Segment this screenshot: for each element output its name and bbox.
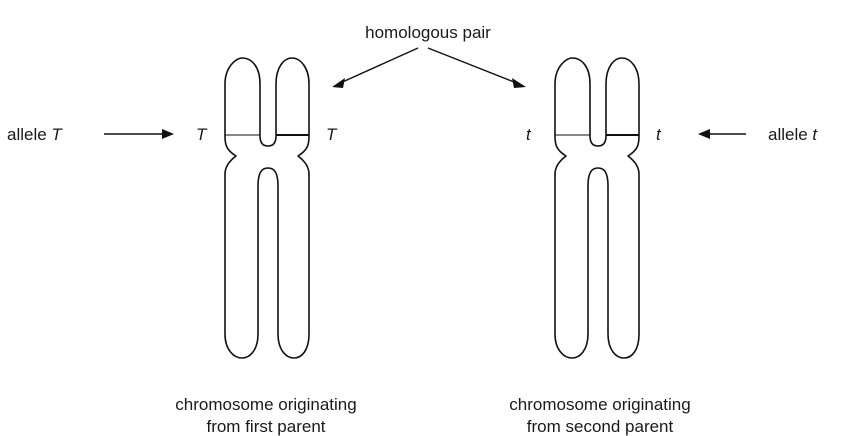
first-parent-caption-line1: chromosome originating <box>175 395 356 414</box>
allele-T-left-chromatid: T <box>196 125 208 144</box>
second-parent-caption-line2: from second parent <box>527 417 674 436</box>
allele-T-right-chromatid: T <box>326 125 338 144</box>
homologous-pair-arrows <box>332 48 526 88</box>
allele-t-arrow <box>698 129 746 139</box>
homologous-pair-label: homologous pair <box>365 23 491 42</box>
second-parent-caption-line1: chromosome originating <box>509 395 690 414</box>
allele-T-arrow <box>104 129 174 139</box>
allele-t-left-chromatid: t <box>526 125 532 144</box>
allele-T-side-label: allele T <box>7 125 63 144</box>
chromosome-first-parent <box>225 58 309 358</box>
first-parent-caption-line2: from first parent <box>206 417 325 436</box>
allele-t-right-chromatid: t <box>656 125 662 144</box>
chromosome-second-parent <box>555 58 639 358</box>
allele-t-side-label: allele t <box>768 125 818 144</box>
